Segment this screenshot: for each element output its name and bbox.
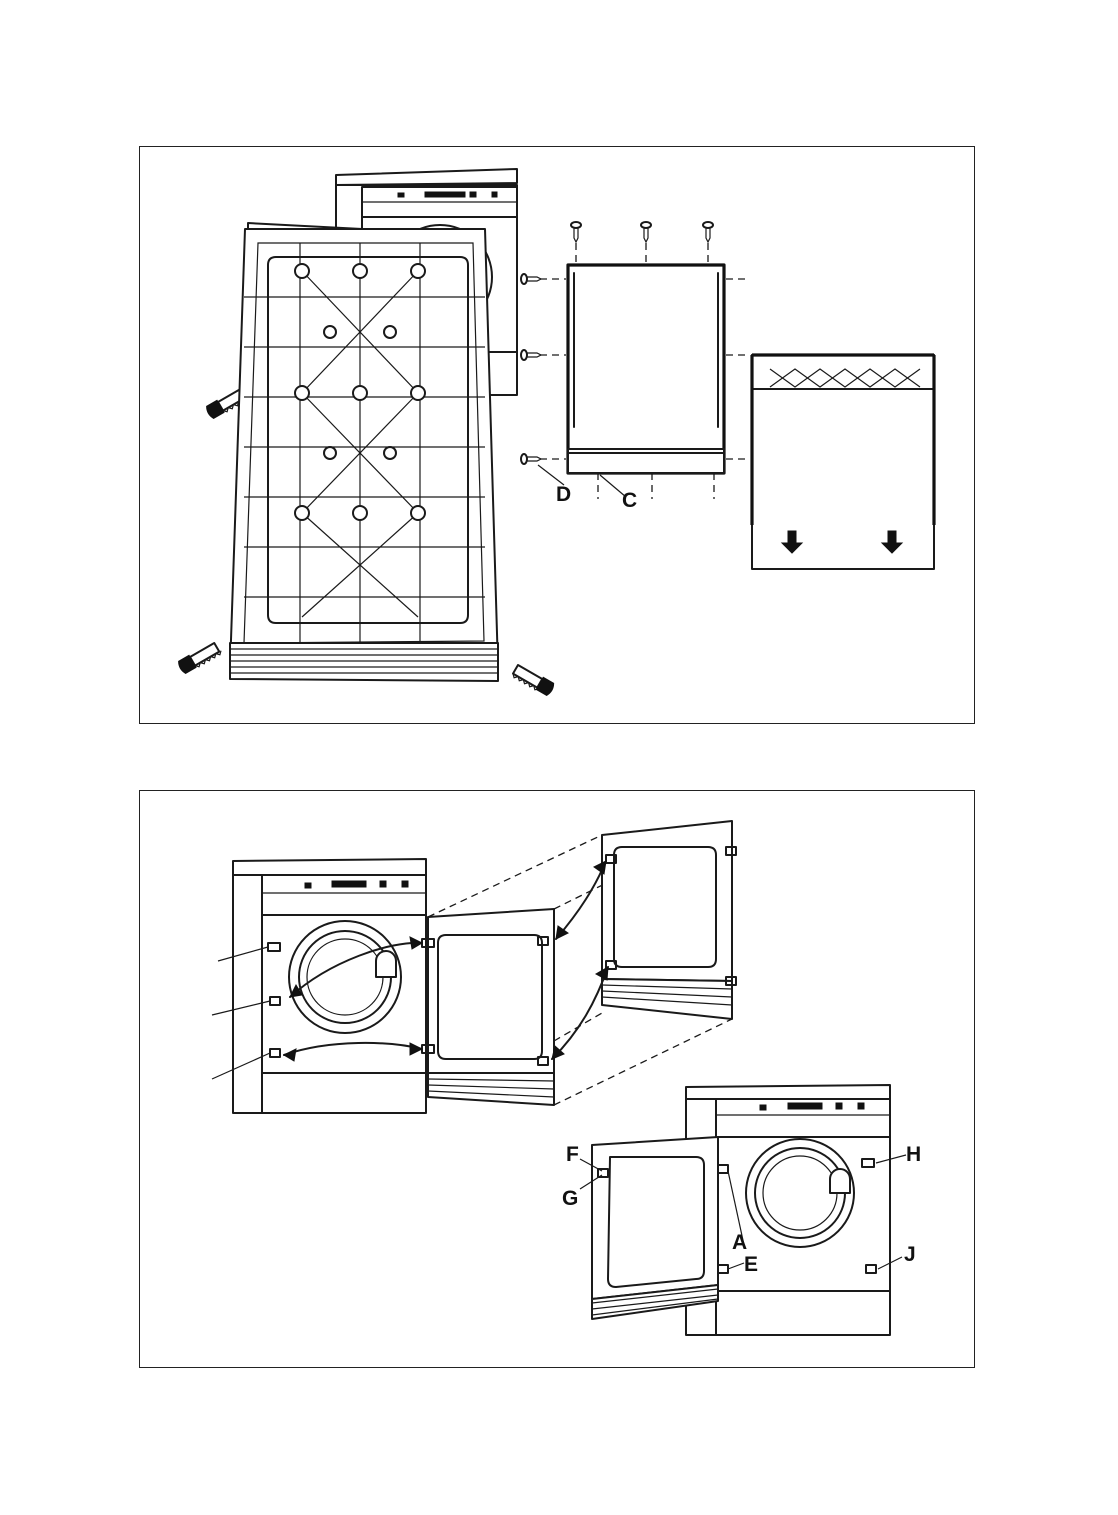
callout-line-f	[579, 1158, 603, 1172]
callout-line-a2	[727, 1170, 745, 1246]
callout-line-e	[727, 1262, 745, 1270]
callout-line-g	[579, 1174, 603, 1190]
washer-machine-right	[685, 1084, 891, 1336]
screw-icon	[640, 221, 652, 244]
arrow-down-icon	[880, 530, 904, 554]
arrow-head-icon	[409, 1042, 424, 1056]
callout-line-h	[875, 1154, 907, 1164]
front-panel-slide	[750, 353, 936, 570]
figure-2-panel: F G A E H J	[139, 790, 975, 1368]
arrow-head-icon	[289, 983, 303, 998]
figure-2-drawing: F G A E H J	[211, 820, 921, 1336]
arrow-head-icon	[555, 925, 569, 940]
callout-line-j	[877, 1256, 903, 1270]
arrow-head-icon	[593, 860, 607, 875]
callout-line-d	[537, 464, 565, 486]
label-j: J	[904, 1243, 916, 1266]
swap-arrow-upper	[555, 860, 607, 940]
label-d: D	[556, 483, 571, 506]
arrow-down-icon	[780, 530, 804, 554]
swap-arrow-top	[289, 941, 423, 998]
label-e: E	[744, 1253, 758, 1276]
label-g: G	[562, 1187, 578, 1210]
arrow-head-icon	[282, 1048, 297, 1062]
label-a: A	[732, 1231, 747, 1254]
label-f: F	[566, 1143, 579, 1166]
door-frame-panel	[566, 263, 726, 475]
leader-line	[211, 1000, 271, 1016]
door-flipped	[601, 820, 737, 1020]
swap-arrow-lower	[551, 966, 609, 1060]
plinth-slats	[230, 648, 498, 674]
guide-lines	[540, 243, 746, 499]
arrow-head-icon	[409, 936, 424, 950]
screw-icon	[570, 221, 582, 244]
door-middle	[421, 908, 555, 1106]
saw-icon	[511, 664, 555, 696]
arrow-head-icon	[594, 966, 609, 981]
screw-icon	[520, 453, 543, 465]
grid-lines	[244, 243, 485, 643]
washer-machine-left	[232, 858, 427, 1114]
figure-1-panel: A B	[139, 146, 975, 724]
callout-line-c	[599, 474, 627, 498]
plinth-grid-panel	[229, 228, 499, 682]
leader-line	[211, 1052, 271, 1080]
label-h: H	[906, 1143, 921, 1166]
saw-icon	[178, 642, 222, 674]
screw-icon	[520, 349, 543, 361]
grid-knobs	[294, 263, 426, 521]
screw-icon	[520, 273, 543, 285]
label-c: C	[622, 489, 637, 512]
arrow-head-icon	[551, 1045, 565, 1060]
figure-1-drawing: A B	[178, 168, 936, 696]
leader-line	[217, 946, 269, 962]
screw-icon	[702, 221, 714, 244]
door-open-2	[591, 1136, 729, 1320]
